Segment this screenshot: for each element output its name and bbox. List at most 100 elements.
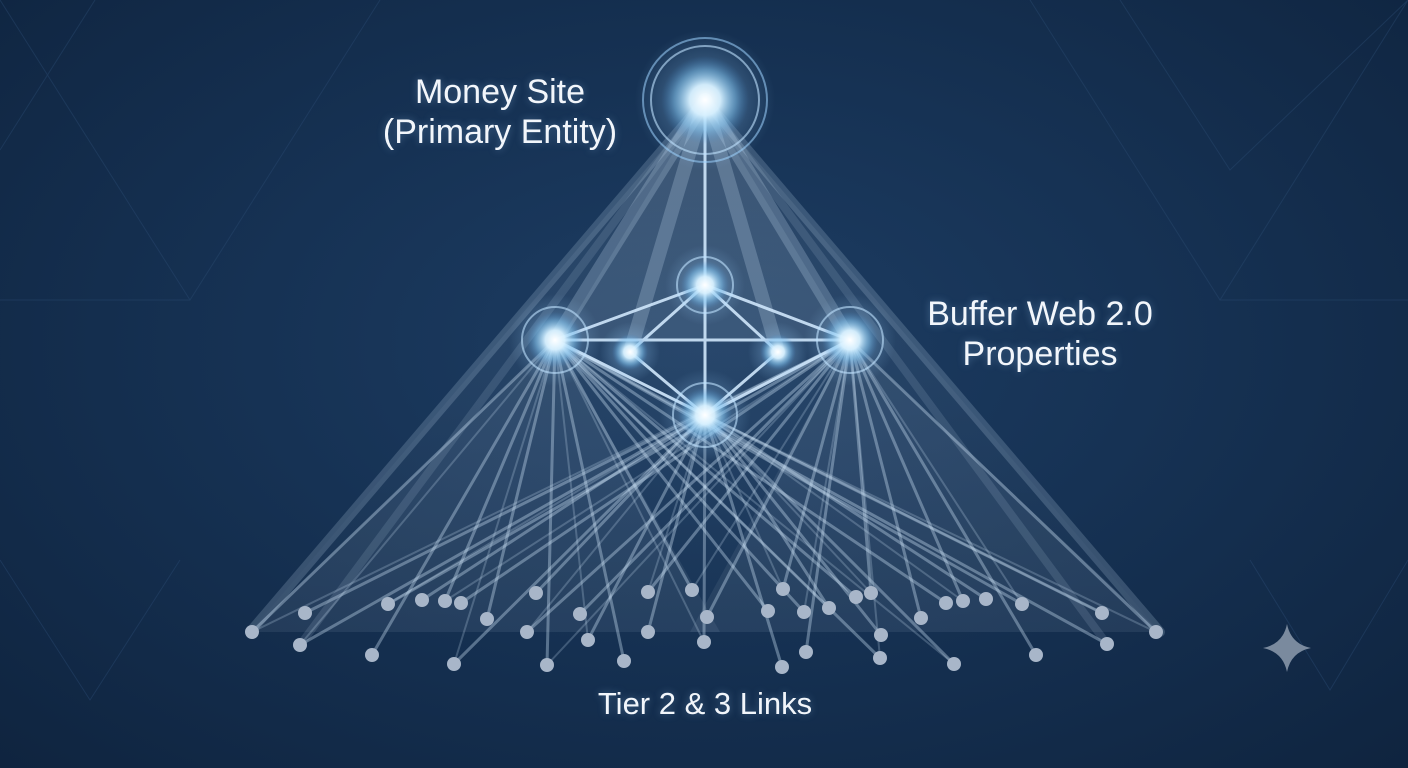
tier-link-dot [438, 594, 452, 608]
buffer-title: Buffer Web 2.0 [927, 295, 1153, 333]
light-beam [578, 338, 852, 616]
tier-link-dot [797, 605, 811, 619]
tier-link-dot [447, 657, 461, 671]
buffer-node-inner-left [600, 322, 660, 382]
tier-link-dot [776, 582, 790, 596]
light-beam [554, 339, 589, 641]
tier-link-dot [874, 628, 888, 642]
tier-link-dot [685, 583, 699, 597]
light-beam [420, 413, 707, 602]
light-beam [554, 339, 705, 643]
tier-link-dot [849, 590, 863, 604]
tier-link-dot [873, 651, 887, 665]
tier-link-dot [617, 654, 631, 668]
tier-link-dot [245, 625, 259, 639]
light-beam [848, 338, 1158, 634]
buffer-subtitle: Properties [962, 335, 1118, 373]
buffer-node-right [804, 294, 896, 386]
light-beam [703, 413, 988, 601]
tier-link-dot [293, 638, 307, 652]
light-beam [553, 338, 948, 605]
light-beam [444, 339, 851, 602]
tier-link-dot [298, 606, 312, 620]
light-beam [525, 338, 852, 634]
buffer-node-bottom [659, 369, 751, 461]
light-beam [554, 339, 830, 609]
tier-link-dot [939, 596, 953, 610]
light-beam [553, 338, 694, 592]
tier-link-dot [365, 648, 379, 662]
tier-link-dots [245, 582, 1163, 674]
light-beam [485, 338, 557, 621]
light-beam [452, 413, 707, 666]
tier-link-dot [864, 586, 878, 600]
light-beam [554, 339, 955, 665]
light-beam [545, 338, 557, 667]
light-beam [296, 96, 709, 649]
light-beam [848, 338, 923, 620]
money-site-subtitle: (Primary Entity) [382, 113, 618, 151]
background-grid [0, 0, 1408, 701]
tier-link-dot [700, 610, 714, 624]
sparkle-icon [1263, 624, 1311, 672]
light-beam [526, 414, 706, 633]
tier-link-dot [775, 660, 789, 674]
light-beam [704, 414, 964, 602]
tier-link-dot [641, 625, 655, 639]
light-beam [848, 338, 1038, 657]
tier-link-dot [761, 604, 775, 618]
light-beam [453, 339, 556, 665]
tier-link-dot [979, 592, 993, 606]
light-beam [251, 339, 851, 633]
tier-link-dot [520, 625, 534, 639]
money-site-title: Money Site [414, 73, 586, 111]
tier-link-dot [799, 645, 813, 659]
tier-link-dot [1015, 597, 1029, 611]
light-beam [849, 339, 1023, 605]
tier-link-dot [956, 594, 970, 608]
tier-beams [245, 93, 1165, 669]
money-site-label: Money Site (Primary Entity) [360, 72, 640, 152]
light-beam [804, 338, 852, 654]
light-beam [553, 338, 806, 614]
light-beam [553, 338, 1109, 646]
tier-link-dot [529, 586, 543, 600]
light-beam [546, 339, 851, 666]
light-beam [553, 338, 770, 613]
buffer-node-left [509, 294, 601, 386]
buffer-properties-label: Buffer Web 2.0 Properties [900, 294, 1180, 374]
light-beam [553, 338, 1024, 606]
light-beam [299, 339, 556, 646]
tier-link-dot [415, 593, 429, 607]
light-beam [250, 338, 557, 634]
light-beam [553, 338, 858, 599]
tier-link-dot [454, 596, 468, 610]
tier-link-dot [697, 635, 711, 649]
tier-link-dot [947, 657, 961, 671]
light-beam [705, 338, 852, 619]
buffer-node-inner-right [748, 322, 808, 382]
tier-link-dot [822, 601, 836, 615]
tier-link-dot [540, 658, 554, 672]
money-site-node [635, 30, 775, 170]
light-beam [553, 338, 626, 663]
light-beam [703, 413, 1104, 615]
light-beam [701, 96, 1111, 648]
light-beam [387, 414, 706, 605]
tier-link-dot [1095, 606, 1109, 620]
light-beam [700, 95, 1165, 637]
tier-link-dot [381, 597, 395, 611]
light-beam [849, 339, 881, 659]
light-beam [646, 338, 852, 594]
tier-link-dot [641, 585, 655, 599]
light-beam [459, 338, 852, 605]
light-beam [298, 413, 707, 647]
light-beam [704, 414, 1157, 633]
light-beam [691, 339, 851, 591]
tier-link-dot [1029, 648, 1043, 662]
tier-links-label: Tier 2 & 3 Links [597, 686, 813, 721]
tier-link-dot [581, 633, 595, 647]
light-beam [386, 338, 852, 606]
tier-link-dot [1100, 637, 1114, 651]
